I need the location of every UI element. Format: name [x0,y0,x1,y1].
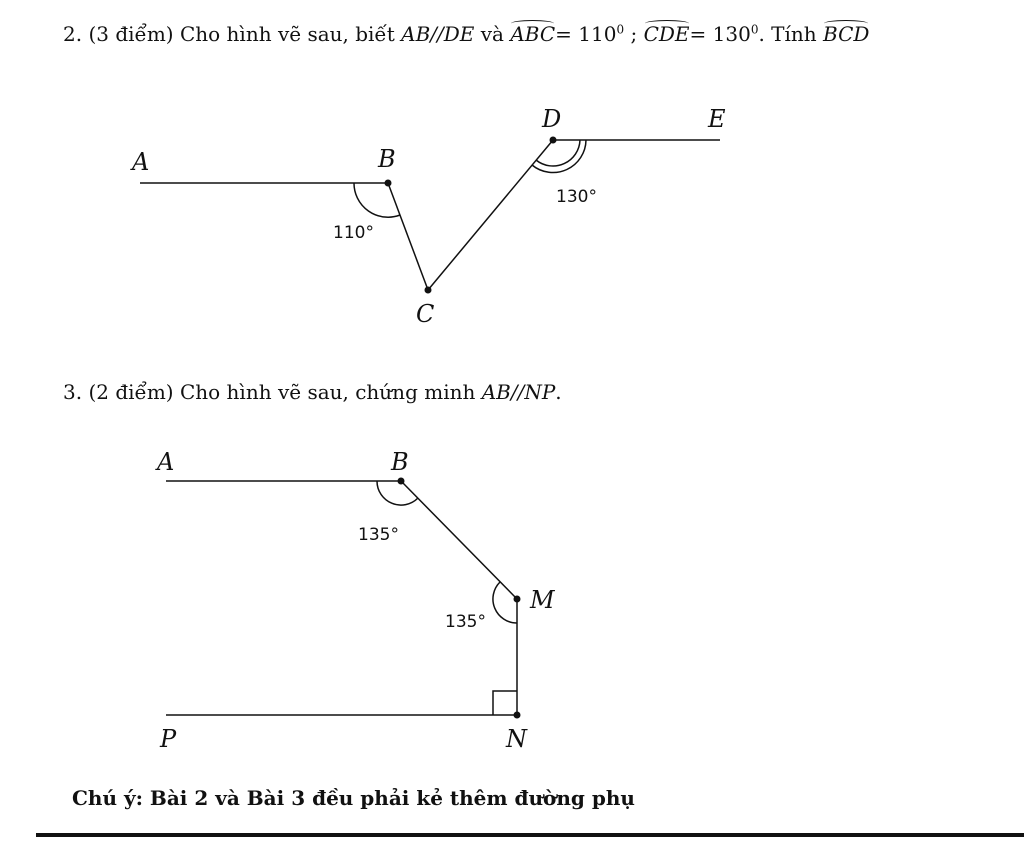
angle-b-3-value: 135° [358,525,399,545]
angle-abc-value: = 110 [555,22,617,46]
problem-3-text: Cho hình vẽ sau, chứng minh [179,380,476,404]
point-n [513,711,521,719]
problem-2-points: (3 điểm) [88,22,174,46]
problem-2-question: . Tính [758,22,817,46]
label-d: D [541,105,561,133]
separator: ; [630,22,638,46]
right-angle-mark [492,690,517,715]
conjunction: và [480,22,504,46]
angle-arc-d-outer [531,139,587,174]
parallel-statement: AB//DE [401,22,475,46]
label-e: E [707,105,726,133]
point-d [549,136,557,144]
label-c: C [416,300,434,328]
bottom-rule [36,833,1024,837]
problem-2-number: 2. [63,22,83,46]
label-b: B [377,145,396,173]
problem-2-text: Cho hình vẽ sau, biết [179,22,395,46]
angle-cde: CDE [644,19,690,46]
problem-3-statement: 3. (2 điểm) Cho hình vẽ sau, chứng minh … [63,380,562,404]
period: . [555,380,562,404]
angle-d-value: 130° [556,187,597,207]
angle-b-value: 110° [333,223,374,243]
segment-bm [400,480,518,600]
point-b-3 [397,477,405,485]
label-m: M [529,586,556,614]
label-b-3: B [390,448,409,476]
point-c [424,286,432,294]
angle-bcd: BCD [823,19,869,46]
angle-arc-b-3 [376,480,419,506]
label-p: P [159,725,177,753]
degree-exponent: 0 [616,22,625,37]
label-a: A [130,148,149,176]
label-a-3: A [155,448,174,476]
point-m [513,595,521,603]
problem-2-statement: 2. (3 điểm) Cho hình vẽ sau, biết AB//DE… [63,19,869,46]
angle-arc-m [492,581,518,624]
segment-cd [427,139,554,291]
angle-arc-b [353,182,401,218]
parallel-statement-3: AB//NP [481,380,556,404]
angle-arc-d-inner [535,139,581,167]
label-n: N [505,725,528,753]
segment-bc [387,182,429,291]
problem-3-points: (2 điểm) [88,380,174,404]
angle-m-value: 135° [445,612,486,632]
note: Chú ý: Bài 2 và Bài 3 đều phải kẻ thêm đ… [72,786,635,810]
degree-exponent: 0 [750,22,759,37]
problem-3-number: 3. [63,380,83,404]
point-b [384,179,392,187]
angle-abc: ABC [510,19,555,46]
angle-cde-value: = 130 [689,22,751,46]
